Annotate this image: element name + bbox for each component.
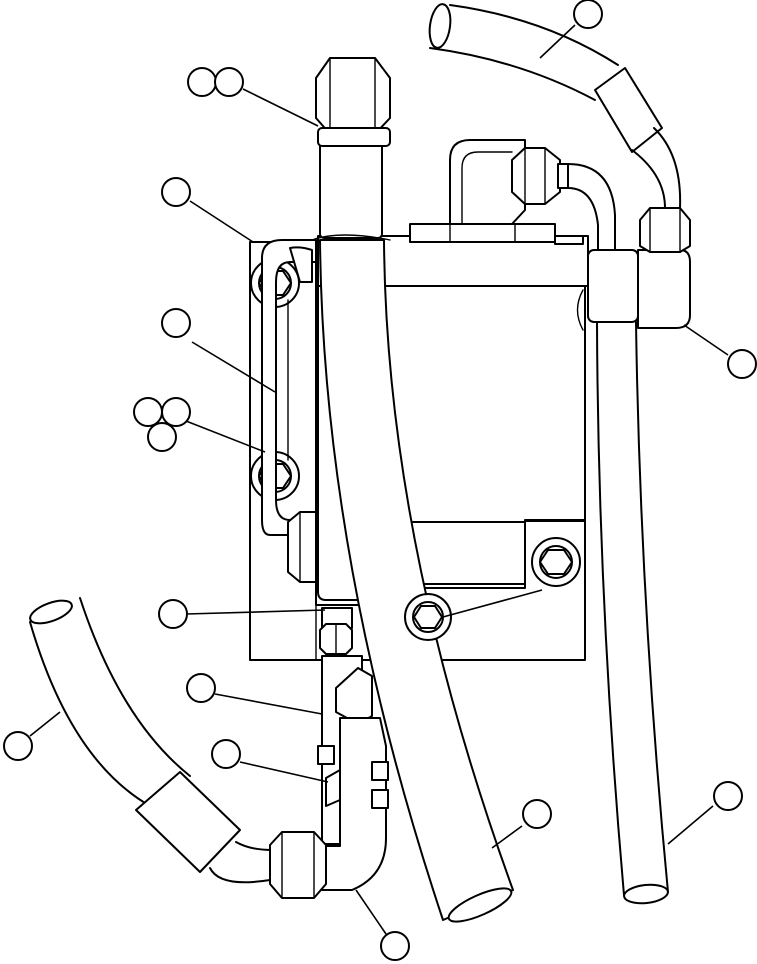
lower-pipe-assembly — [317, 607, 389, 891]
left-hex-fitting — [287, 511, 317, 583]
lower-left-hose — [29, 597, 273, 884]
callout-lower-right-hose — [713, 781, 743, 811]
callout-left-fitting — [158, 599, 188, 629]
left-cover-rail — [261, 239, 317, 536]
lower-left-hex-nut — [269, 831, 327, 899]
right-vertical-hose — [596, 321, 669, 905]
top-vertical-tube — [315, 57, 391, 239]
callout-lower-left-1 — [186, 673, 216, 703]
top-hex-nut — [511, 147, 569, 205]
callout-top-left-pair-b — [214, 67, 244, 97]
bolt-right-lower — [531, 537, 581, 587]
callout-left-middle — [161, 308, 191, 338]
callout-top-left-pair-a — [187, 67, 217, 97]
callout-left-cluster-b — [161, 397, 191, 427]
top-flange — [409, 223, 584, 245]
callouts — [3, 0, 757, 961]
bolt-center-lower — [404, 593, 452, 641]
callout-top-right — [573, 0, 603, 29]
callout-bottom — [380, 931, 410, 961]
callout-lower-left-2 — [211, 739, 241, 769]
right-clamp — [587, 249, 691, 329]
callout-left-cluster-c — [147, 422, 177, 452]
callout-left-cluster-a — [133, 397, 163, 427]
center-curved-hose — [311, 234, 514, 923]
upper-right-hose — [428, 3, 682, 209]
callout-right-elbow — [727, 349, 757, 379]
callout-lower-middle-hose — [522, 799, 552, 829]
right-hex-nut — [639, 207, 691, 253]
callout-upper-left — [161, 177, 191, 207]
right-rigid-tube — [567, 163, 616, 251]
callout-far-left-hose — [3, 731, 33, 761]
leader-lines — [29, 24, 729, 935]
